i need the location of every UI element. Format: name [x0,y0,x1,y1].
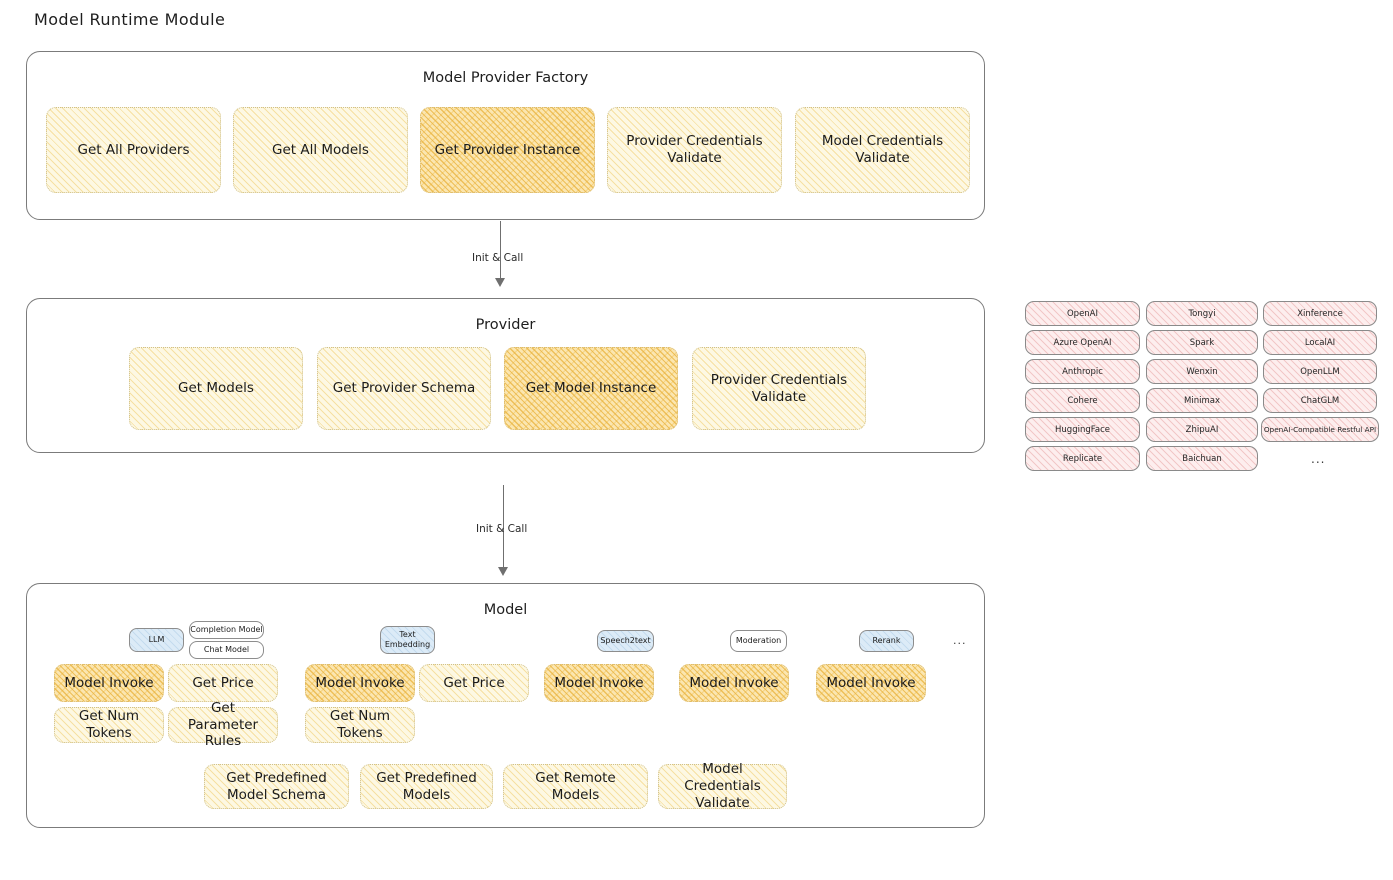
model-op-llm-get-parameter-rules[interactable]: Get Parameter Rules [168,700,278,749]
provider-tag-wenxin[interactable]: Wenxin [1146,359,1258,384]
model-op-embedding-get-price[interactable]: Get Price [419,664,529,702]
provider-node-get-provider-schema[interactable]: Get Provider Schema [317,347,491,430]
arrow-factory-to-provider-line [500,221,502,281]
provider-tag-more: ... [1311,452,1326,466]
provider-tag-minimax[interactable]: Minimax [1146,388,1258,413]
arrow-factory-to-provider-label: Init & Call [472,252,524,264]
provider-panel: Provider Get Models Get Provider Schema … [26,298,994,468]
provider-tag-xinference[interactable]: Xinference [1263,301,1377,326]
model-type-chip-llm[interactable]: LLM [129,628,184,652]
model-op-speech2text-model-invoke[interactable]: Model Invoke [544,664,654,702]
arrow-provider-to-model-head [498,567,508,576]
model-op-get-remote-models[interactable]: Get Remote Models [503,764,648,809]
arrow-provider-to-model-label: Init & Call [476,523,528,535]
provider-tag-anthropic[interactable]: Anthropic [1025,359,1140,384]
model-type-chip-text-embedding[interactable]: Text Embedding [380,626,435,654]
provider-tag-cohere[interactable]: Cohere [1025,388,1140,413]
model-subtype-chip-chat-model[interactable]: Chat Model [189,641,264,659]
provider-node-provider-credentials-validate[interactable]: Provider Credentials Validate [692,347,866,430]
provider-tag-tongyi[interactable]: Tongyi [1146,301,1258,326]
provider-tag-zhipuai[interactable]: ZhipuAI [1146,417,1258,442]
provider-tag-baichuan[interactable]: Baichuan [1146,446,1258,471]
model-op-model-credentials-validate[interactable]: Model Credentials Validate [658,761,787,811]
model-provider-factory-panel: Model Provider Factory Get All Providers… [26,51,985,220]
arrow-provider-to-model-line [503,485,505,570]
provider-tag-chatglm[interactable]: ChatGLM [1263,388,1377,413]
factory-title: Model Provider Factory [422,70,589,86]
provider-tag-huggingface[interactable]: HuggingFace [1025,417,1140,442]
factory-node-provider-credentials-validate[interactable]: Provider Credentials Validate [607,107,782,193]
model-op-get-predefined-model-schema[interactable]: Get Predefined Model Schema [204,764,349,809]
model-op-embedding-get-num-tokens[interactable]: Get Num Tokens [305,707,415,743]
model-type-chip-moderation[interactable]: Moderation [730,630,787,652]
model-op-llm-get-num-tokens[interactable]: Get Num Tokens [54,707,164,743]
provider-tag-localai[interactable]: LocalAI [1263,330,1377,355]
provider-tag-openai-compatible-restful-api[interactable]: OpenAI-Compatible Restful API [1261,417,1379,442]
model-op-llm-model-invoke[interactable]: Model Invoke [54,664,164,702]
provider-tag-azure-openai[interactable]: Azure OpenAI [1025,330,1140,355]
model-op-llm-get-price[interactable]: Get Price [168,664,278,702]
provider-tag-openai[interactable]: OpenAI [1025,301,1140,326]
model-op-get-predefined-models[interactable]: Get Predefined Models [360,764,493,809]
arrow-factory-to-provider-head [495,278,505,287]
model-op-embedding-model-invoke[interactable]: Model Invoke [305,664,415,702]
factory-node-get-all-models[interactable]: Get All Models [233,107,408,193]
provider-title: Provider [475,317,536,333]
provider-tag-spark[interactable]: Spark [1146,330,1258,355]
model-op-rerank-model-invoke[interactable]: Model Invoke [816,664,926,702]
factory-node-get-all-providers[interactable]: Get All Providers [46,107,221,193]
model-types-more: ... [953,634,967,647]
model-type-chip-speech2text[interactable]: Speech2text [597,630,654,652]
model-op-moderation-model-invoke[interactable]: Model Invoke [679,664,789,702]
page-title: Model Runtime Module [34,10,226,29]
factory-node-get-provider-instance[interactable]: Get Provider Instance [420,107,595,193]
provider-tag-replicate[interactable]: Replicate [1025,446,1140,471]
model-panel: Model LLM Completion Model Chat Model Te… [26,583,994,843]
model-type-chip-rerank[interactable]: Rerank [859,630,914,652]
factory-node-model-credentials-validate[interactable]: Model Credentials Validate [795,107,970,193]
provider-node-get-models[interactable]: Get Models [129,347,303,430]
provider-tag-openllm[interactable]: OpenLLM [1263,359,1377,384]
model-subtype-chip-completion-model[interactable]: Completion Model [189,621,264,639]
provider-node-get-model-instance[interactable]: Get Model Instance [504,347,678,430]
model-title: Model [483,602,528,618]
